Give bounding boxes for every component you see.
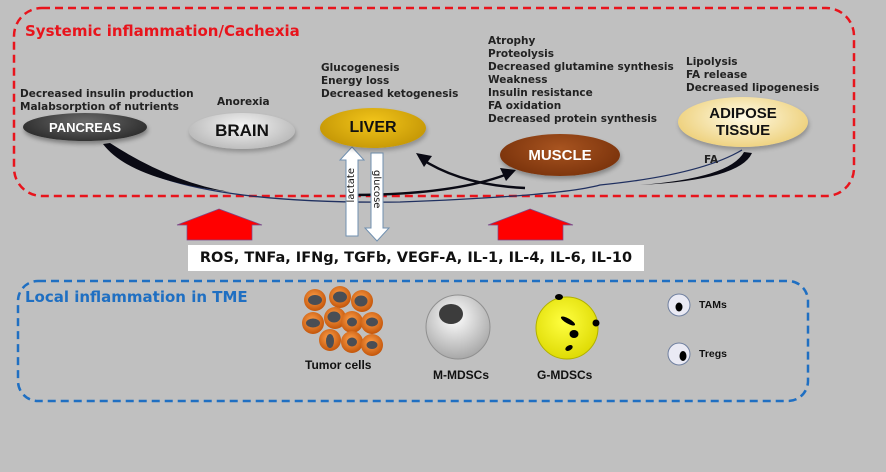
liver-notes: Glucogenesis Energy loss Decreased ketog… — [321, 62, 458, 101]
brain-label: BRAIN — [215, 121, 269, 140]
g-mdsc-label: G-MDSCs — [537, 368, 593, 382]
cytokine-up-arrow-right — [487, 208, 574, 241]
local-title: Local inflammation in TME — [25, 288, 248, 306]
liver-note: Energy loss — [321, 75, 390, 87]
muscle-note: Atrophy — [488, 35, 536, 47]
pancreas-notes: Decreased insulin production Malabsorpti… — [20, 88, 194, 114]
muscle-notes: Atrophy Proteolysis Decreased glutamine … — [488, 35, 674, 126]
muscle-note: Weakness — [488, 74, 548, 86]
muscle-node: MUSCLE — [500, 134, 620, 176]
systemic-title: Systemic inflammation/Cachexia — [25, 22, 300, 40]
m-mdsc-label: M-MDSCs — [433, 368, 489, 382]
adipose-notes: Lipolysis FA release Decreased lipogenes… — [686, 56, 819, 95]
pancreas-flow-arrow — [103, 143, 230, 192]
treg-cell — [667, 342, 691, 366]
adipose-label-line2: TISSUE — [715, 122, 771, 139]
muscle-note: Decreased protein synthesis — [488, 113, 658, 125]
g-mdsc-cell — [535, 294, 600, 360]
lactate-arrow — [338, 146, 366, 237]
lactate-label: lactate — [346, 168, 357, 203]
fa-label: FA — [704, 154, 719, 166]
fa-flow-arrow — [640, 152, 752, 185]
tam-cell — [667, 293, 691, 317]
liver-label: LIVER — [349, 119, 397, 136]
pancreas-node: PANCREAS — [23, 113, 147, 141]
adipose-label-line1: ADIPOSE — [709, 105, 777, 122]
muscle-arrowhead — [500, 168, 516, 181]
muscle-note: Decreased glutamine synthesis — [488, 61, 674, 73]
glucose-arrow — [363, 152, 391, 242]
liver-arrowhead — [416, 153, 432, 167]
cytokine-banner: ROS, TNFa, IFNg, TGFb, VEGF-A, IL-1, IL-… — [188, 245, 644, 271]
muscle-note: FA oxidation — [488, 100, 562, 112]
adipose-note: Lipolysis — [686, 56, 738, 68]
muscle-to-liver-arrow — [419, 156, 526, 190]
tumor-cells-label: Tumor cells — [305, 358, 372, 372]
liver-note: Decreased ketogenesis — [321, 88, 459, 100]
brain-notes: Anorexia — [217, 96, 270, 109]
cytokine-up-arrow-left — [176, 208, 263, 241]
glucose-label: glucose — [371, 170, 382, 209]
pancreas-note: Malabsorption of nutrients — [20, 101, 179, 113]
tams-label: TAMs — [699, 299, 727, 311]
muscle-note: Proteolysis — [488, 48, 554, 60]
liver-note: Glucogenesis — [321, 62, 400, 74]
muscle-note: Insulin resistance — [488, 87, 593, 99]
pancreas-note: Decreased insulin production — [20, 88, 194, 100]
tumor-cells-cluster — [302, 286, 383, 356]
brain-note: Anorexia — [217, 96, 270, 108]
tregs-label: Tregs — [699, 348, 728, 360]
local-box — [16, 279, 810, 403]
m-mdsc-cell — [425, 294, 491, 360]
muscle-label: MUSCLE — [528, 146, 592, 164]
pancreas-label: PANCREAS — [49, 119, 121, 135]
liver-node: LIVER — [320, 108, 426, 148]
systemic-box — [12, 6, 856, 198]
adipose-node: ADIPOSE TISSUE — [678, 97, 808, 147]
brain-node: BRAIN — [189, 113, 295, 149]
adipose-note: FA release — [686, 69, 748, 81]
adipose-note: Decreased lipogenesis — [686, 82, 820, 94]
circulation-curve — [104, 144, 743, 203]
